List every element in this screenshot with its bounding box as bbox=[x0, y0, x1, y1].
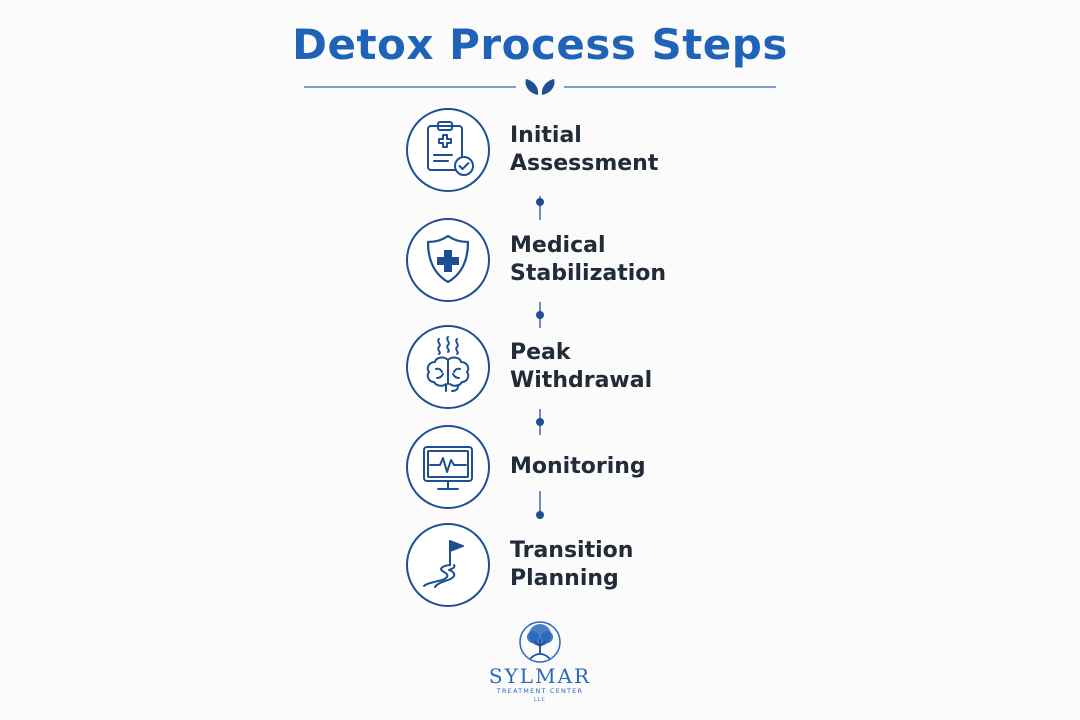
connector-dot bbox=[536, 311, 544, 319]
divider-line-right bbox=[564, 86, 776, 88]
step-label: Monitoring bbox=[510, 425, 646, 509]
step-icon-circle bbox=[406, 108, 490, 192]
step-peak-withdrawal: Peak Withdrawal bbox=[406, 325, 706, 409]
step-label-line2: Stabilization bbox=[510, 261, 667, 286]
step-initial-assessment: Initial Assessment bbox=[406, 108, 706, 192]
step-label-line2: Assessment bbox=[510, 151, 659, 176]
clipboard-medical-check-icon bbox=[427, 121, 474, 176]
connector-dot bbox=[536, 511, 544, 519]
sylmar-logo: SYLMAR TREATMENT CENTER LLC bbox=[480, 620, 600, 716]
brand-name: SYLMAR bbox=[488, 664, 592, 688]
page-title: Detox Process Steps bbox=[292, 20, 788, 69]
leaf-icon bbox=[525, 79, 555, 95]
step-transition-planning: Transition Planning bbox=[406, 523, 706, 607]
step-label-line2: Withdrawal bbox=[510, 368, 653, 393]
tree-of-life-icon bbox=[519, 621, 561, 663]
divider-line-left bbox=[304, 86, 516, 88]
heart-monitor-icon bbox=[423, 446, 473, 490]
step-monitoring: Monitoring bbox=[406, 425, 706, 509]
shield-cross-icon bbox=[426, 234, 470, 284]
step-connector bbox=[536, 409, 544, 435]
step-label-line1: Initial bbox=[510, 123, 582, 148]
connector-dot bbox=[536, 418, 544, 426]
step-label: Transition Planning bbox=[510, 523, 633, 607]
step-medical-stabilization: Medical Stabilization bbox=[406, 218, 706, 302]
step-label-line1: Transition bbox=[510, 538, 634, 563]
step-label-line1: Monitoring bbox=[510, 454, 646, 479]
title-divider bbox=[304, 77, 776, 97]
connector-dot bbox=[536, 198, 544, 206]
step-connector bbox=[536, 302, 544, 328]
step-icon-circle bbox=[406, 523, 490, 607]
flag-path-icon bbox=[423, 540, 464, 588]
brand-llc: LLC bbox=[533, 697, 547, 703]
step-label-line1: Medical bbox=[510, 233, 606, 258]
step-icon-circle bbox=[406, 325, 490, 409]
step-label: Peak Withdrawal bbox=[510, 325, 652, 409]
step-connector bbox=[536, 196, 544, 220]
brain-heat-icon bbox=[426, 336, 470, 392]
step-label-line1: Peak bbox=[510, 340, 571, 365]
step-label: Medical Stabilization bbox=[510, 218, 666, 302]
step-icon-circle bbox=[406, 218, 490, 302]
step-connector bbox=[536, 491, 544, 519]
step-label: Initial Assessment bbox=[510, 108, 658, 192]
step-label-line2: Planning bbox=[510, 566, 619, 591]
brand-subtitle: TREATMENT CENTER bbox=[496, 687, 584, 695]
step-icon-circle bbox=[406, 425, 490, 509]
